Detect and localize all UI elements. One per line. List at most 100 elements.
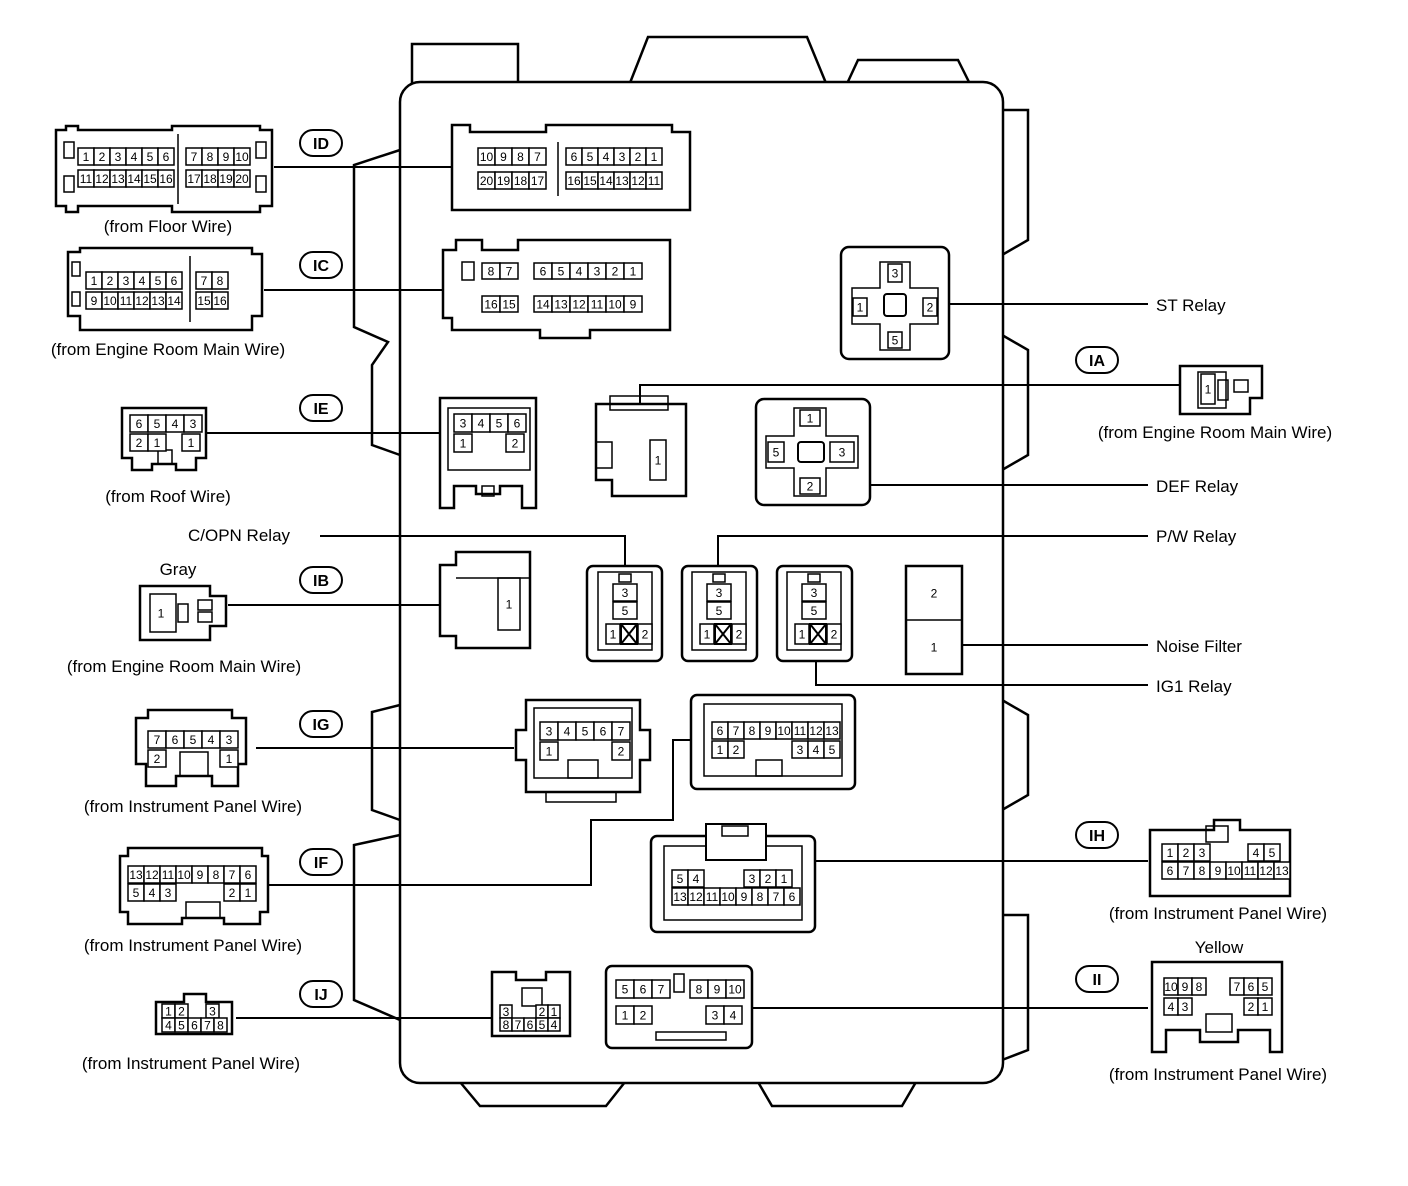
svg-text:5: 5 xyxy=(622,983,629,997)
svg-text:8: 8 xyxy=(213,868,220,882)
svg-text:3: 3 xyxy=(712,1009,719,1023)
svg-text:15: 15 xyxy=(583,174,597,188)
svg-text:12: 12 xyxy=(95,172,109,186)
svg-text:18: 18 xyxy=(514,174,528,188)
pin-cell-if-sock-r1: 10 xyxy=(775,721,793,740)
svg-text:10: 10 xyxy=(103,294,117,308)
pin-cell-id-sock-r1b: 4 xyxy=(597,147,615,166)
pin-cell-ig-sock-r2: 1 xyxy=(539,741,559,761)
svg-text:1: 1 xyxy=(83,150,90,164)
svg-text:1: 1 xyxy=(460,437,467,451)
pin-cell-ic-sock-r1b: 6 xyxy=(533,262,553,280)
pin-cell-id-plug-r1b: 8 xyxy=(201,147,219,166)
tag-ie: IE xyxy=(299,394,343,422)
pin-cell-ic-sock-r2a: 15 xyxy=(499,295,519,313)
svg-text:1: 1 xyxy=(154,436,161,450)
pin-cell-ig-plug-r1: 6 xyxy=(165,730,185,749)
pin-cell-ih-plug-r2: 8 xyxy=(1193,861,1211,880)
svg-text:3: 3 xyxy=(594,265,601,279)
pin-cell-ig-plug-r2: 2 xyxy=(147,749,167,768)
svg-text:4: 4 xyxy=(149,886,156,900)
pin-cell-ib-socket: 1 xyxy=(506,598,513,612)
svg-text:4: 4 xyxy=(551,1018,558,1032)
svg-text:11: 11 xyxy=(648,174,661,188)
leader-lines xyxy=(206,166,1180,1019)
svg-text:8: 8 xyxy=(217,1019,224,1033)
pin-cell-copn-relay: 1 xyxy=(605,623,621,645)
pin-cell-id-plug-r2b: 20 xyxy=(233,169,251,188)
svg-text:6: 6 xyxy=(163,150,170,164)
pin-cell-ig-sock-r2: 2 xyxy=(611,741,631,761)
svg-text:3: 3 xyxy=(811,586,818,600)
svg-text:12: 12 xyxy=(572,298,586,312)
svg-text:9: 9 xyxy=(630,298,637,312)
svg-text:10: 10 xyxy=(608,298,622,312)
svg-text:10: 10 xyxy=(777,724,791,738)
pin-cell-ij-plug-r2: 4 xyxy=(161,1017,176,1033)
svg-text:14: 14 xyxy=(599,174,613,188)
svg-text:10: 10 xyxy=(1227,864,1241,878)
pin-cell-ic-sock-r1b: 2 xyxy=(605,262,625,280)
svg-text:5: 5 xyxy=(1262,980,1269,994)
svg-text:3: 3 xyxy=(619,150,626,164)
pin-cell-pw-relay: 5 xyxy=(706,601,732,620)
pin-cell-ie-plug-r2-right: 1 xyxy=(181,433,201,452)
pin-cell-if-sock-r1: 7 xyxy=(727,721,745,740)
svg-text:13: 13 xyxy=(615,174,629,188)
svg-text:8: 8 xyxy=(207,150,214,164)
pin-cell-st-relay: 1 xyxy=(852,297,868,317)
svg-text:1: 1 xyxy=(188,436,195,450)
svg-text:8: 8 xyxy=(217,274,224,288)
svg-text:6: 6 xyxy=(191,1019,198,1033)
svg-text:5: 5 xyxy=(190,733,197,747)
svg-text:1: 1 xyxy=(655,454,662,468)
svg-text:1: 1 xyxy=(857,301,864,315)
svg-text:11: 11 xyxy=(794,724,807,738)
pin-cell-ij-sock-r1b: 2 xyxy=(535,1004,549,1019)
pin-cell-st-relay: 5 xyxy=(887,331,903,349)
svg-text:11: 11 xyxy=(591,298,604,312)
svg-text:2: 2 xyxy=(733,743,740,757)
svg-text:IB: IB xyxy=(313,573,329,590)
svg-text:1: 1 xyxy=(1167,846,1174,860)
pin-cell-if-sock-r2b: 3 xyxy=(791,740,809,759)
pin-cell-if-plug-r1: 7 xyxy=(223,865,241,884)
svg-text:14: 14 xyxy=(536,298,550,312)
svg-text:2: 2 xyxy=(99,150,106,164)
pin-cell-ii-plug-r1b: 7 xyxy=(1229,977,1245,996)
svg-text:10: 10 xyxy=(177,868,191,882)
svg-text:4: 4 xyxy=(478,417,485,431)
svg-text:1: 1 xyxy=(651,150,658,164)
label-from-instrument-panel-wire-ig: (from Instrument Panel Wire) xyxy=(84,797,302,816)
pin-cell-def-relay: 1 xyxy=(799,409,821,427)
pin-cell-ij-sock-r1b: 1 xyxy=(547,1004,561,1019)
svg-text:2: 2 xyxy=(765,872,772,886)
pin-cell-id-plug-r1: 5 xyxy=(141,147,159,166)
pin-cell-ii-sock-r1b: 9 xyxy=(707,979,727,999)
svg-text:5: 5 xyxy=(716,604,723,618)
pin-cell-id-sock-r2b: 14 xyxy=(597,171,615,190)
svg-text:13: 13 xyxy=(1275,864,1289,878)
svg-text:3: 3 xyxy=(165,886,172,900)
relay-x-mark xyxy=(809,623,827,645)
pin-cell-ie-plug-r1: 6 xyxy=(129,414,149,433)
pin-cell-id-sock-r1a: 10 xyxy=(477,147,496,166)
svg-text:7: 7 xyxy=(515,1018,522,1032)
pin-cell-ic-plug-r1: 5 xyxy=(149,271,167,290)
svg-text:3: 3 xyxy=(1199,846,1206,860)
svg-text:4: 4 xyxy=(1168,1000,1175,1014)
svg-text:3: 3 xyxy=(839,446,846,460)
svg-text:11: 11 xyxy=(706,890,719,904)
svg-text:2: 2 xyxy=(635,150,642,164)
svg-text:12: 12 xyxy=(135,294,149,308)
svg-text:4: 4 xyxy=(165,1019,172,1033)
svg-text:3: 3 xyxy=(622,586,629,600)
pin-cell-id-plug-r2: 15 xyxy=(141,169,159,188)
pin-cell-id-sock-r1a: 8 xyxy=(511,147,530,166)
pin-cell-ih-plug-r1a: 1 xyxy=(1161,843,1179,862)
pin-cell-id-sock-r1b: 6 xyxy=(565,147,583,166)
pin-cell-ij-sock-r2: 4 xyxy=(547,1017,561,1032)
svg-text:7: 7 xyxy=(154,733,161,747)
svg-text:4: 4 xyxy=(730,1009,737,1023)
